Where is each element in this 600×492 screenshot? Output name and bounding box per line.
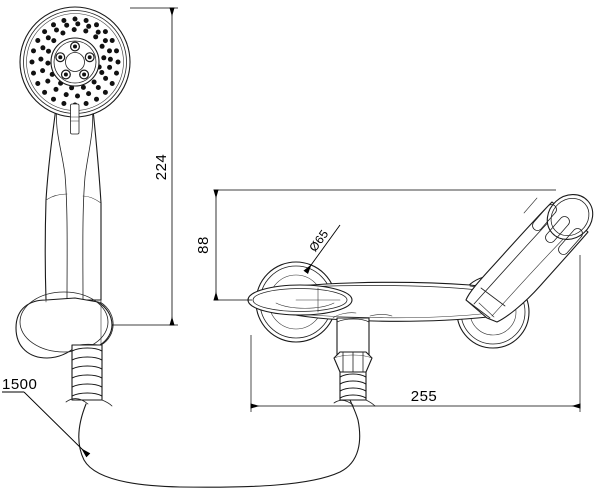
dimension-diameter-65: Ø65 <box>303 224 341 275</box>
dimension-88: 88 <box>195 189 556 301</box>
dimension-224: 224 <box>112 7 178 326</box>
hand-shower-head-face <box>19 6 131 118</box>
spray-mode-selector-button[interactable] <box>70 103 80 135</box>
handle-flute-ribs <box>523 197 583 255</box>
dimension-255: 255 <box>250 255 581 412</box>
flexible-shower-hose <box>78 399 361 488</box>
dimension-255-label: 255 <box>411 388 438 405</box>
wall-mixer-body <box>247 194 594 407</box>
dimension-224-label: 224 <box>153 154 170 181</box>
dimension-1500: 1500 <box>2 376 91 458</box>
hand-shower-grip-end <box>15 291 114 359</box>
shower-hose-conical-nut <box>65 344 113 407</box>
dimension-1500-label: 1500 <box>2 376 37 393</box>
hand-shower-assembly <box>15 6 131 407</box>
centre-nozzle-group <box>55 41 95 80</box>
hose-outlet-hex-nut <box>333 351 373 373</box>
hose-outlet-assembly <box>332 312 393 407</box>
dimension-diameter-65-label: Ø65 <box>306 227 331 254</box>
mixer-lever-handle <box>465 194 594 323</box>
dimension-88-label: 88 <box>195 236 212 254</box>
